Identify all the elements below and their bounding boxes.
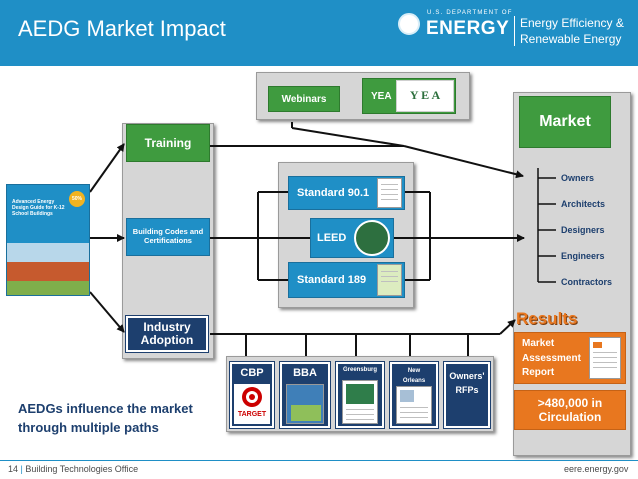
target-logo-text: TARGET [237,411,267,418]
footer-left: 14 | Building Technologies Office [8,464,139,474]
circulation-box: >480,000 in Circulation [514,390,626,430]
cbp-label: CBP [240,367,264,379]
header-bar [0,0,638,66]
doe-department-text: U.S. DEPARTMENT OF [427,10,513,16]
market-item-contractors: Contractors [561,277,613,287]
standard-189-doc [377,264,402,296]
bba-doc [286,384,324,424]
greensburg-doc [342,380,378,424]
results-title: Results [516,309,578,328]
footer-office: Building Technologies Office [25,464,139,474]
page-title: AEDG Market Impact [18,16,226,41]
target-logo-icon: TARGET [234,384,270,424]
standard-189-label: Standard 189 [297,274,367,286]
new-orleans-doc [396,386,432,424]
aedg-guide-cover: Advanced Energy Design Guide for K-12 Sc… [6,184,90,296]
report-doc [589,337,621,379]
building-codes-box: Building Codes and Certifications [126,218,210,256]
training-box: Training [126,124,210,162]
greensburg-label: Greensburg [342,367,377,373]
footer-site: eere.energy.gov [564,464,629,474]
market-assessment-report-label: Market Assessment Report [522,338,581,378]
logo-divider [514,16,515,46]
footer-divider [0,460,638,461]
yea-logo-text: Y E A [409,88,441,102]
target-bullseye [242,387,262,407]
standard-90-1-doc [377,178,402,208]
leed-label: LEED [317,232,347,244]
doe-seal-icon [398,13,420,35]
bba-label: BBA [293,367,317,379]
leed-logo-icon [354,220,390,256]
market-item-architects: Architects [561,199,606,209]
guide-cover-title: Advanced Energy Design Guide for K-12 Sc… [12,199,65,217]
doe-energy-text: ENERGY [426,18,510,39]
eere-line-1: Energy Efficiency & [520,16,624,30]
yea-label: YEA [371,90,392,102]
guide-cover-photo [7,243,89,295]
caption-line-1: AEDGs influence the market [18,401,193,416]
market-title-box: Market [519,96,611,148]
market-item-owners: Owners [561,173,595,183]
market-item-designers: Designers [561,225,605,235]
guide-cover-badge: 50% [69,191,85,207]
market-item-engineers: Engineers [561,251,605,261]
standard-90-1-label: Standard 90.1 [297,187,370,199]
eere-line-2: Renewable Energy [520,32,622,46]
footer-page-number: 14 [8,464,19,474]
owners-rfps-box: Owners' RFPs [443,361,491,429]
industry-adoption-box: Industry Adoption [125,315,209,353]
market-assessment-report-box: Market Assessment Report [514,332,626,384]
caption-line-2: through multiple paths [18,420,159,435]
new-orleans-label: New Orleans [402,368,426,384]
yea-logo: Y E A [396,80,454,112]
webinars-box: Webinars [268,86,340,112]
